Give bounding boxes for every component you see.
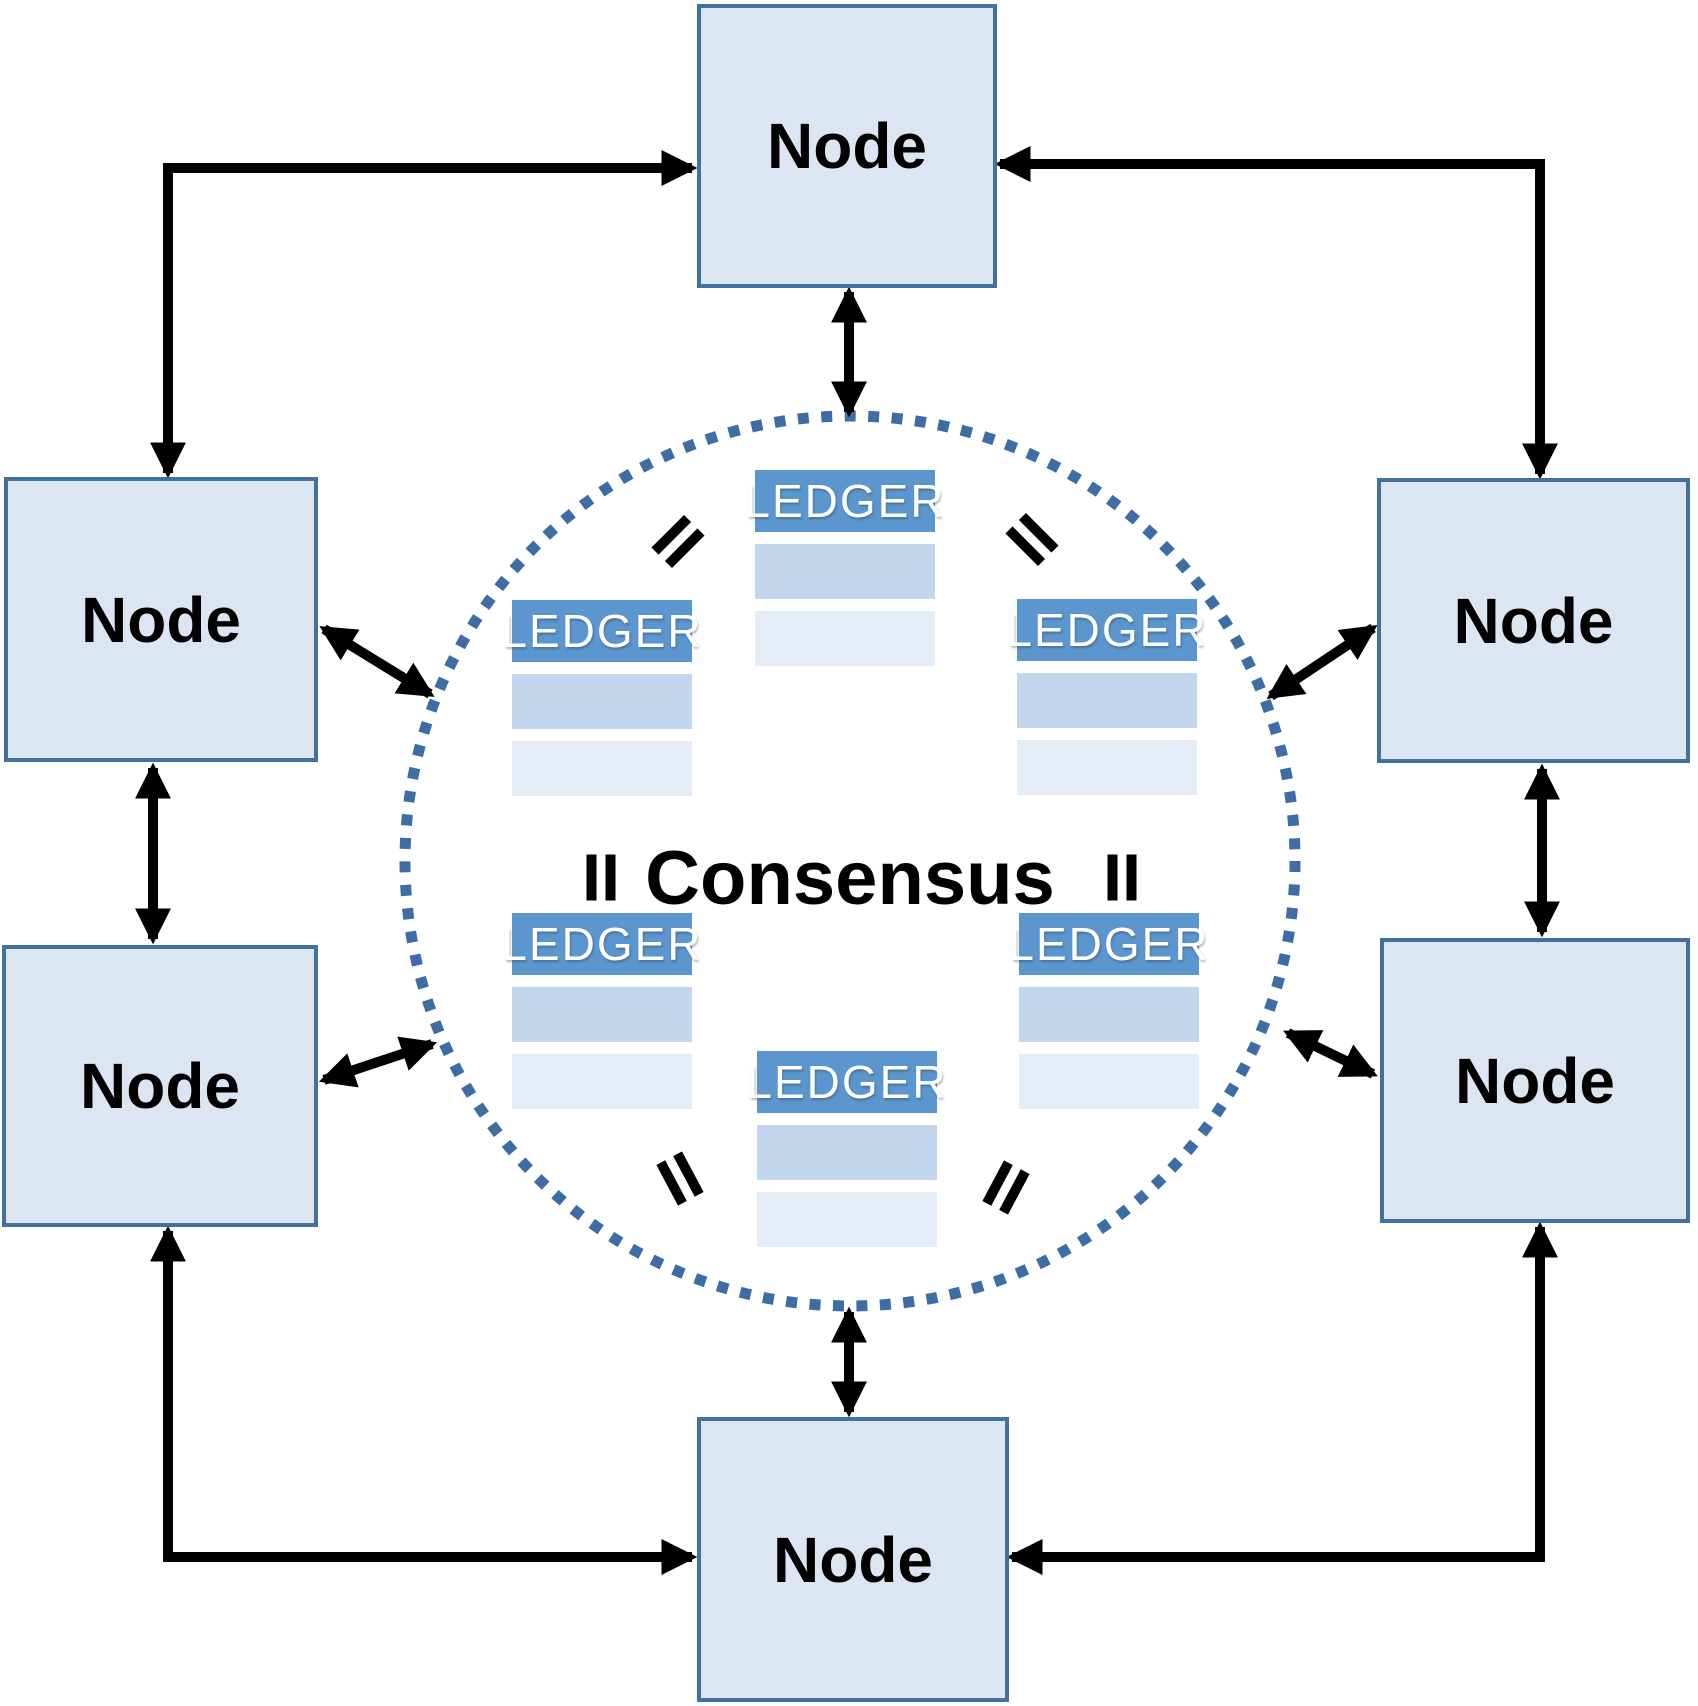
node-label: Node <box>1453 584 1614 657</box>
ledger-header: LEDGER <box>1006 599 1206 661</box>
ledger-row <box>1019 987 1199 1042</box>
equals-icon <box>586 854 616 901</box>
arrow-upper-left-node-to-circle <box>319 624 435 699</box>
ledger-row <box>512 1054 692 1109</box>
ledger-row <box>757 1125 937 1180</box>
arrow-bottom-node-to-lower-right-node <box>1006 1221 1558 1575</box>
node-box-bottom: Node <box>697 1417 1009 1702</box>
node-box-upper-right: Node <box>1377 478 1690 763</box>
ledger-row <box>512 674 692 729</box>
node-label: Node <box>773 1523 933 1596</box>
node-label: Node <box>767 110 927 182</box>
ledger-header: LEDGER <box>744 470 944 532</box>
ledger-header: LEDGER <box>501 913 701 975</box>
arrow-upper-right-node-to-circle <box>1266 623 1378 701</box>
node-box-lower-right: Node <box>1380 938 1690 1223</box>
ledger-row <box>1019 1054 1199 1109</box>
node-label: Node <box>80 1050 240 1122</box>
arrow-lower-right-node-to-circle <box>1283 1028 1378 1079</box>
consensus-label: Consensus <box>645 836 1055 921</box>
node-box-upper-left: Node <box>4 477 318 762</box>
ledger-top-center: LEDGER <box>744 470 944 678</box>
ledger-upper-right: LEDGER <box>1006 599 1206 807</box>
node-label: Node <box>1455 1044 1615 1117</box>
arrow-lower-left-node-to-circle <box>318 1036 438 1088</box>
ledger-row <box>512 741 692 796</box>
ledger-lower-right: LEDGER <box>1008 913 1208 1121</box>
ledger-row <box>755 544 935 599</box>
arrow-top-node-to-upper-right-node <box>994 146 1558 480</box>
ledger-row <box>512 987 692 1042</box>
equals-icon <box>1107 854 1137 901</box>
arrow-top-node-to-upper-left-node <box>150 150 698 479</box>
ledger-bottom-center: LEDGER <box>746 1051 946 1259</box>
ledger-header: LEDGER <box>501 600 701 662</box>
ledger-header: LEDGER <box>1008 913 1208 975</box>
arrow-bottom-node-to-lower-left-node <box>150 1225 698 1575</box>
ledger-row <box>1017 673 1197 728</box>
ledger-row <box>1017 740 1197 795</box>
node-box-lower-left: Node <box>2 945 318 1227</box>
node-box-top: Node <box>697 4 997 288</box>
ledger-row <box>755 611 935 666</box>
node-label: Node <box>81 583 241 656</box>
ledger-lower-left: LEDGER <box>501 913 701 1121</box>
ledger-row <box>757 1192 937 1247</box>
ledger-upper-left: LEDGER <box>501 600 701 808</box>
ledger-header: LEDGER <box>746 1051 946 1113</box>
